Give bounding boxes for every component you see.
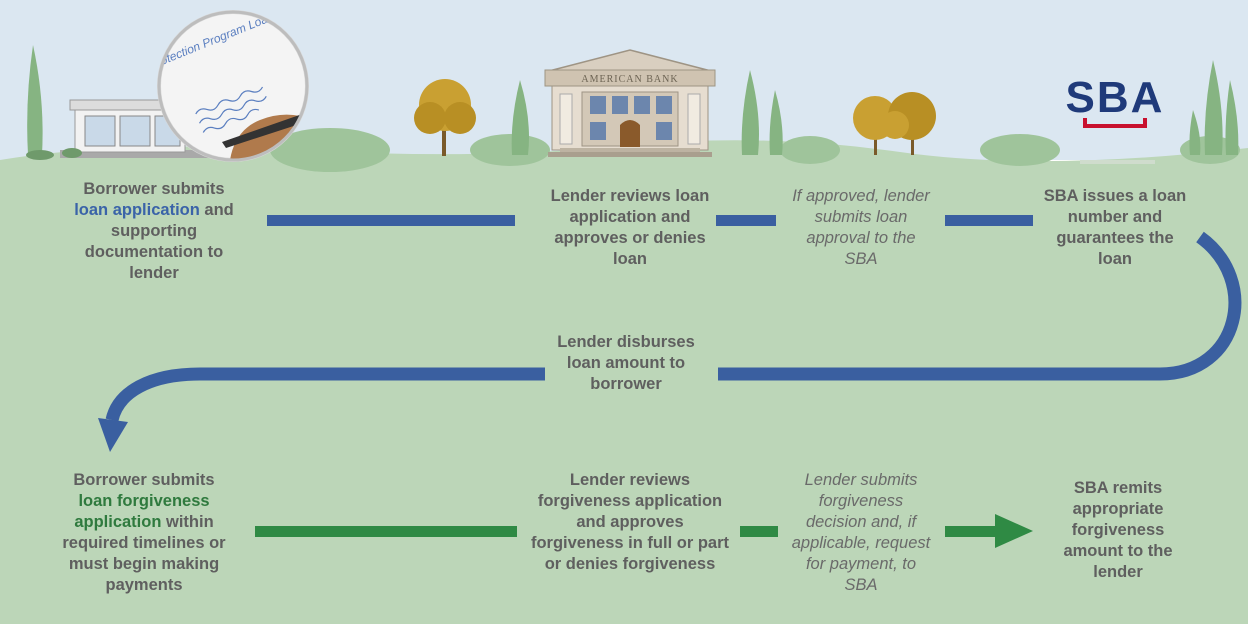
flow-bar-green-3 — [945, 526, 997, 537]
pen — [222, 112, 307, 148]
application-magnifier: Paycheck Protection Program Loan Applica… — [157, 10, 309, 162]
flow-bar-1 — [267, 215, 515, 226]
bank-sign: AMERICAN BANK — [581, 74, 678, 85]
flow-arrowhead-right — [995, 514, 1033, 548]
ground — [0, 140, 1248, 624]
step-lender-reviews-loan: Lender reviews loan application and appr… — [550, 187, 710, 268]
golden-tree-left — [414, 79, 476, 156]
step-borrower-submits-forgiveness: Borrower submits loan forgiveness applic… — [62, 471, 226, 594]
step-borrower-submits-application: Borrower submits loan application and su… — [74, 180, 234, 282]
golden-tree-right — [853, 92, 936, 155]
highlight-loan-forgiveness-application: loan forgiveness application — [74, 492, 210, 531]
flow-curve-right — [718, 231, 1242, 381]
step-lender-submits-decision: Lender submits forgiveness decision and,… — [791, 471, 931, 594]
flow-curve-left — [105, 367, 545, 422]
flow-bar-2 — [716, 215, 776, 226]
flow-arrowhead-down — [98, 418, 128, 452]
cypress-trees — [27, 45, 1239, 155]
sba-logo-text: SBA — [1066, 73, 1165, 122]
flow-bar-green-2 — [740, 526, 778, 537]
sba-logo: SBA — [1066, 73, 1165, 128]
step-lender-disburses: Lender disburses loan amount to borrower — [557, 333, 695, 393]
step-sba-remits: SBA remits appropriate forgiveness amoun… — [1063, 479, 1173, 581]
step-lender-reviews-forgiveness: Lender reviews forgiveness application a… — [530, 471, 730, 573]
flow-bar-green-1 — [255, 526, 517, 537]
highlight-loan-application: loan application — [74, 201, 200, 219]
bank-building: AMERICAN BANK — [544, 49, 716, 157]
step-lender-submits-approval: If approved, lender submits loan approva… — [792, 187, 930, 268]
flow-bar-3 — [945, 215, 1033, 226]
step-sba-issues-loan-number: SBA issues a loan number and guarantees … — [1043, 187, 1187, 268]
